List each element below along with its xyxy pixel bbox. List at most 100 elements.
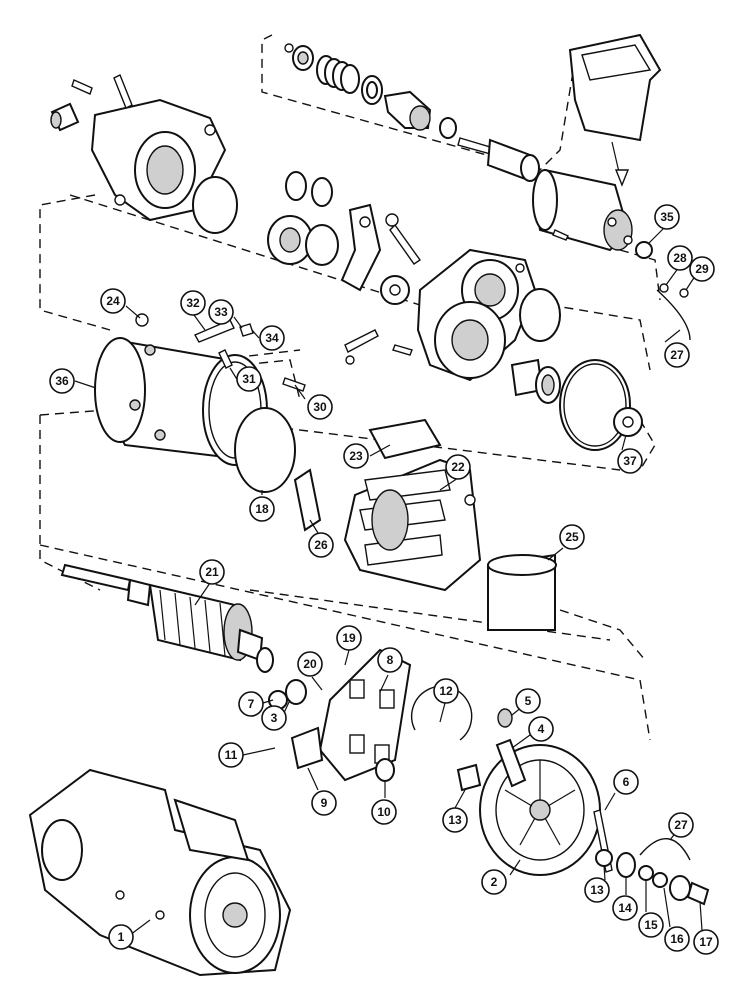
callout-37: 37 <box>617 448 643 474</box>
svg-text:29: 29 <box>695 262 709 276</box>
callout-18: 18 <box>249 496 275 522</box>
bearing-sleeve <box>510 358 561 404</box>
drive-end-housing <box>90 98 238 234</box>
svg-text:27: 27 <box>670 348 684 362</box>
callout-2: 2 <box>481 869 507 895</box>
svg-text:26: 26 <box>314 538 328 552</box>
svg-text:15: 15 <box>644 918 658 932</box>
terminal-screw <box>218 349 233 369</box>
callout-7: 7 <box>238 691 264 717</box>
callout-5: 5 <box>515 688 541 714</box>
svg-text:10: 10 <box>377 805 391 819</box>
svg-text:8: 8 <box>387 653 394 667</box>
shift-lever <box>340 203 382 292</box>
solenoid-nut <box>635 241 653 259</box>
insulator-plate <box>456 763 482 792</box>
solenoid-plunger-parts <box>284 43 540 182</box>
callout-35: 35 <box>654 204 680 230</box>
solenoid-body <box>532 168 633 252</box>
callout-10: 10 <box>371 799 397 825</box>
callout-11: 11 <box>218 742 244 768</box>
svg-text:20: 20 <box>303 657 317 671</box>
callout-19: 19 <box>336 625 362 651</box>
field-coils <box>343 458 482 592</box>
terminal-link <box>194 319 235 343</box>
group-outline-solenoid <box>261 34 576 171</box>
callout-33: 33 <box>208 299 234 325</box>
svg-text:7: 7 <box>248 697 255 711</box>
assembled-starter <box>28 768 292 977</box>
svg-text:25: 25 <box>565 530 579 544</box>
bolt-insulator <box>497 708 513 728</box>
callout-16: 16 <box>664 926 690 952</box>
link-wire <box>656 289 691 341</box>
svg-text:27: 27 <box>674 818 688 832</box>
svg-text:30: 30 <box>313 400 327 414</box>
callout-27b: 27 <box>664 342 690 368</box>
o-ring-intermediate <box>519 288 561 342</box>
callout-9: 9 <box>311 790 337 816</box>
callout-31: 31 <box>236 366 262 392</box>
svg-text:1: 1 <box>118 930 125 944</box>
brush-spring <box>290 726 324 770</box>
svg-text:34: 34 <box>265 331 279 345</box>
lever-pin <box>385 213 421 265</box>
terminal-sleeve <box>495 738 527 788</box>
svg-text:36: 36 <box>55 374 69 388</box>
drive-pinion-assembly <box>267 171 339 266</box>
callout-30: 30 <box>307 394 333 420</box>
callout-24: 24 <box>100 288 126 314</box>
callout-29: 29 <box>689 256 715 282</box>
svg-text:16: 16 <box>670 932 684 946</box>
callout-20: 20 <box>297 651 323 677</box>
field-sleeve <box>487 553 557 631</box>
svg-text:11: 11 <box>225 748 238 762</box>
solenoid-cover <box>568 33 662 187</box>
svg-text:19: 19 <box>342 631 356 645</box>
callout-6: 6 <box>613 769 639 795</box>
svg-text:21: 21 <box>205 565 219 579</box>
svg-text:2: 2 <box>491 875 498 889</box>
callout-22: 22 <box>445 454 471 480</box>
insulator-washer <box>239 323 254 337</box>
insulator-strip <box>293 468 322 532</box>
callout-27a: 27 <box>668 812 694 838</box>
callout-14: 14 <box>612 895 638 921</box>
callout-25: 25 <box>559 524 585 550</box>
frame-bolt <box>282 377 306 392</box>
callout-34: 34 <box>259 325 285 351</box>
lock-washer <box>679 288 689 298</box>
svg-text:17: 17 <box>699 935 713 949</box>
callout-13b: 13 <box>584 877 610 903</box>
svg-text:33: 33 <box>214 305 228 319</box>
bushing-small <box>50 102 80 132</box>
svg-text:14: 14 <box>618 901 632 915</box>
svg-text:12: 12 <box>439 684 453 698</box>
svg-text:35: 35 <box>660 210 674 224</box>
callout-1: 1 <box>108 924 134 950</box>
callout-36: 36 <box>49 368 75 394</box>
svg-text:3: 3 <box>271 711 278 725</box>
callout-21: 21 <box>199 559 225 585</box>
svg-text:22: 22 <box>451 460 465 474</box>
pole-shoe <box>368 418 442 460</box>
nut-small <box>659 283 669 293</box>
svg-text:4: 4 <box>538 722 545 736</box>
callout-26: 26 <box>308 532 334 558</box>
armature-bushing <box>285 679 307 705</box>
callout-13a: 13 <box>442 807 468 833</box>
svg-text:13: 13 <box>448 813 462 827</box>
brush-terminal <box>375 758 395 782</box>
field-o-ring <box>234 407 296 493</box>
callout-4: 4 <box>528 716 554 742</box>
svg-text:24: 24 <box>106 294 120 308</box>
callout-8: 8 <box>377 647 403 673</box>
svg-text:13: 13 <box>590 883 604 897</box>
group-outline-field <box>39 349 656 591</box>
svg-text:32: 32 <box>186 296 200 310</box>
svg-text:23: 23 <box>349 449 363 463</box>
group-outline-armature <box>39 399 651 741</box>
callout-15: 15 <box>638 912 664 938</box>
intermediate-housing <box>344 248 537 382</box>
